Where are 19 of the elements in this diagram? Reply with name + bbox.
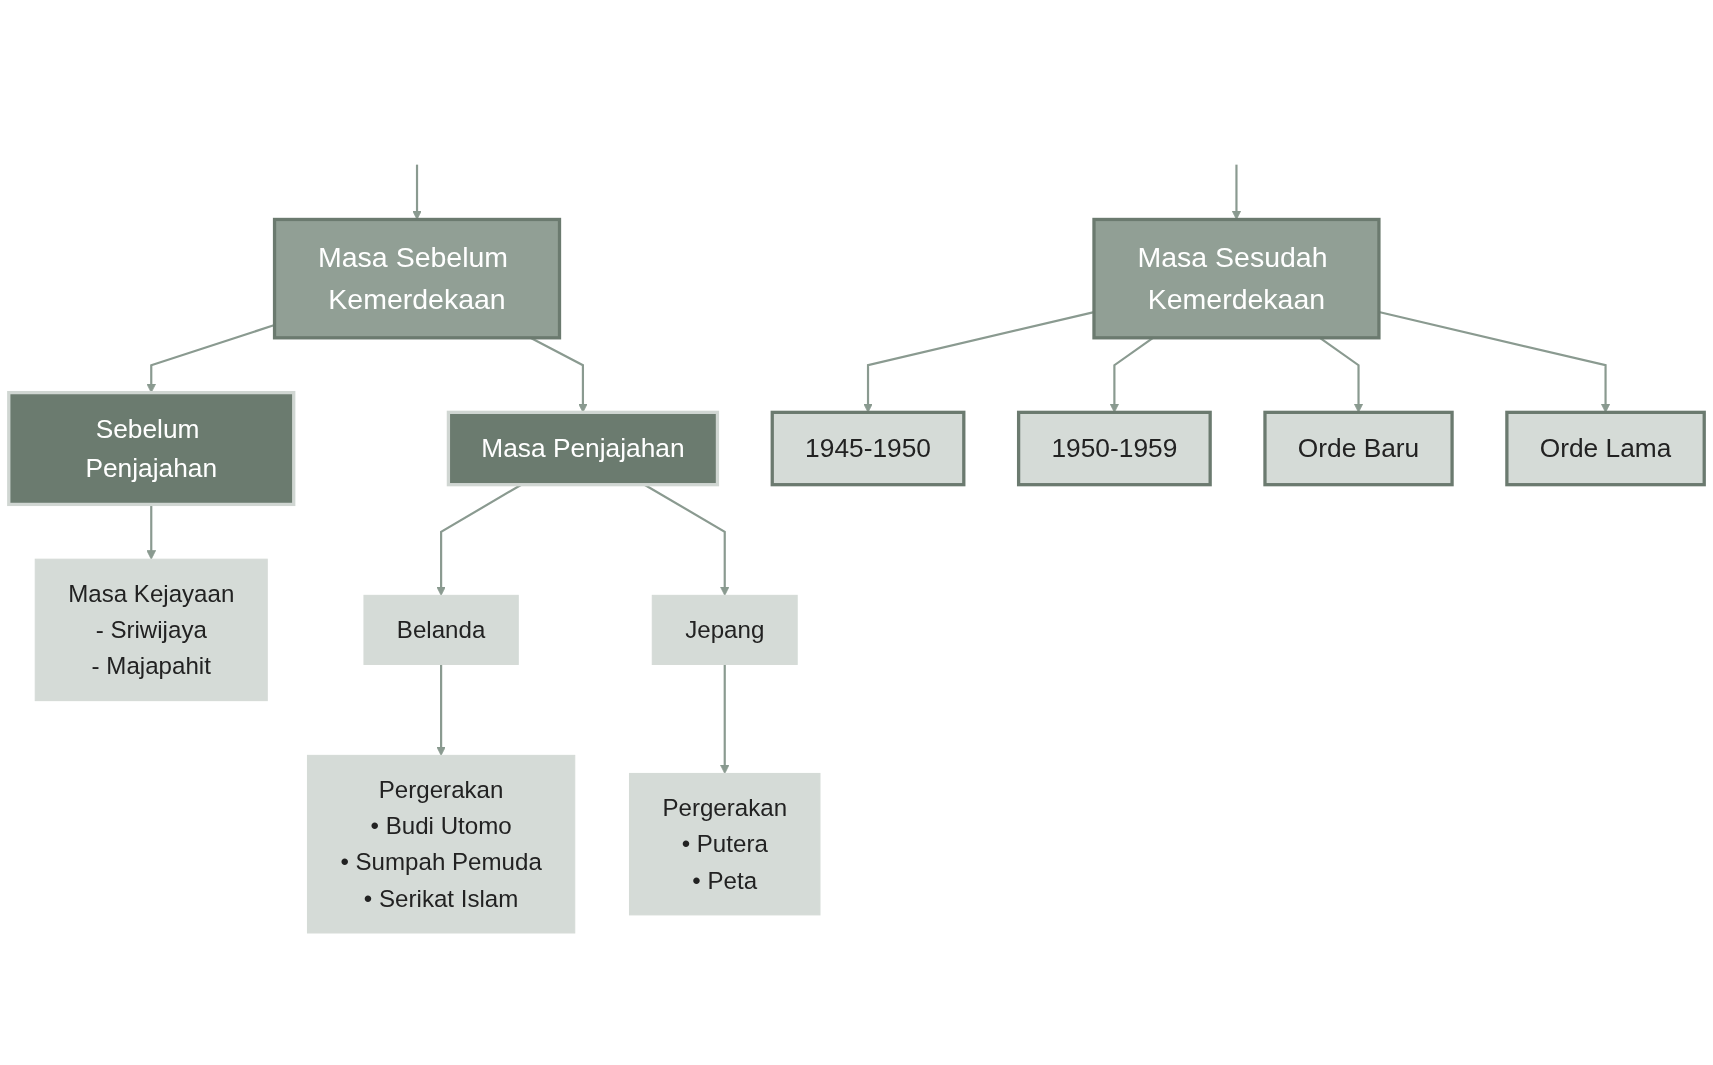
node-box: Masa Kejayaan - Sriwijaya - Majapahit: [34, 558, 268, 702]
arrow: [146, 504, 157, 560]
node-box: 1950-1959: [1016, 410, 1212, 487]
node-box: Masa Penjajahan: [446, 410, 720, 487]
arrow: [1109, 337, 1154, 413]
node-box: Orde Lama: [1505, 410, 1706, 487]
node-box: Jepang: [651, 594, 798, 666]
node-box: Masa Sebelum Kemerdekaan: [272, 217, 562, 340]
node-box: Masa Sesudah Kemerdekaan: [1092, 217, 1381, 340]
node-box: Belanda: [363, 594, 519, 666]
arrow: [529, 337, 588, 413]
node-box: Sebelum Penjajahan: [7, 391, 296, 507]
arrow: [1319, 337, 1364, 413]
node-box: Orde Baru: [1263, 410, 1454, 487]
arrow: [436, 664, 446, 756]
node-box: Pergerakan • Budi Utomo • Sumpah Pemuda • Serikat Islam: [306, 755, 576, 934]
node-box: 1945-1950: [770, 410, 966, 487]
node-box: Pergerakan • Putera • Peta: [628, 773, 821, 916]
arrow: [719, 664, 730, 775]
